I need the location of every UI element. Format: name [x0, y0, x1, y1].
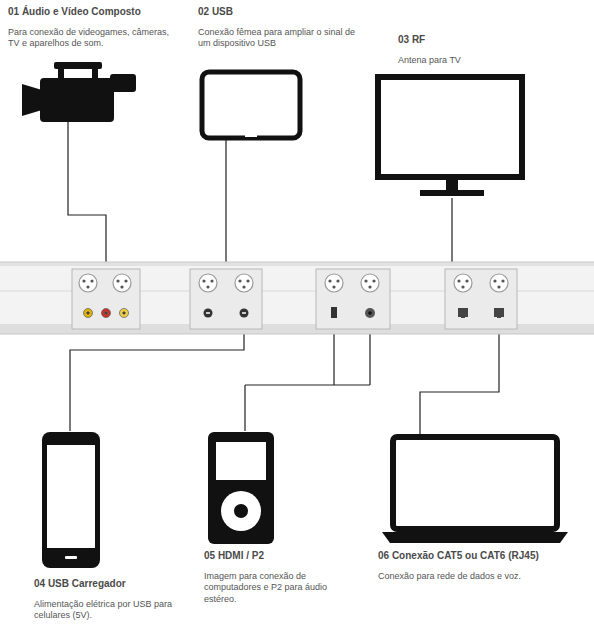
outlet-holes: [82, 279, 504, 288]
music-player-icon: [208, 432, 274, 544]
device-label: 03 RF Antena para TV: [398, 34, 548, 66]
label-heading: 05 HDMI / P2: [204, 550, 334, 563]
device-label: 02 USB Conexão fêmea para ampliar o sinal…: [198, 6, 358, 50]
monitor-icon: [378, 77, 522, 196]
device-label: 01 Áudio e Vídeo CompostoPara conexão de…: [8, 6, 178, 50]
camcorder-icon: [22, 62, 136, 122]
label-heading: 01 Áudio e Vídeo Composto: [8, 6, 178, 19]
device-label: 04 USB CarregadorAlimentação elétrica po…: [34, 578, 184, 622]
label-description: Antena para TV: [398, 55, 548, 67]
rca-jacks: [84, 309, 129, 318]
label-description: Para conexão de videogames, câmeras, TV …: [8, 27, 178, 50]
label-description: Conexão fêmea para ampliar o sinal de um…: [198, 27, 358, 50]
phone-icon: [42, 432, 100, 568]
label-description: Alimentação elétrica por USB para celula…: [34, 599, 184, 622]
device-label: 06 Conexão CAT5 ou CAT6 (RJ45) Conexão pa…: [378, 550, 578, 582]
label-description: Conexão para rede de dados e voz.: [378, 571, 578, 583]
label-heading: 06 Conexão CAT5 ou CAT6 (RJ45): [378, 550, 578, 563]
outlet-module: [72, 269, 517, 329]
label-heading: 02 USB: [198, 6, 358, 19]
tablet-icon: [202, 72, 300, 138]
rj45-jacks: [458, 308, 504, 318]
device-label: 05 HDMI / P2 Imagem para conexão de compu…: [204, 550, 334, 606]
laptop-icon: [382, 437, 568, 543]
hdmi-p2-jacks: [331, 307, 375, 318]
usb-jacks: [204, 309, 249, 318]
raceway: [0, 262, 594, 334]
label-heading: 04 USB Carregador: [34, 578, 184, 591]
label-heading: 03 RF: [398, 34, 548, 47]
power-outlet: [79, 274, 508, 292]
label-description: Imagem para conexão de computadores e P2…: [204, 571, 334, 606]
